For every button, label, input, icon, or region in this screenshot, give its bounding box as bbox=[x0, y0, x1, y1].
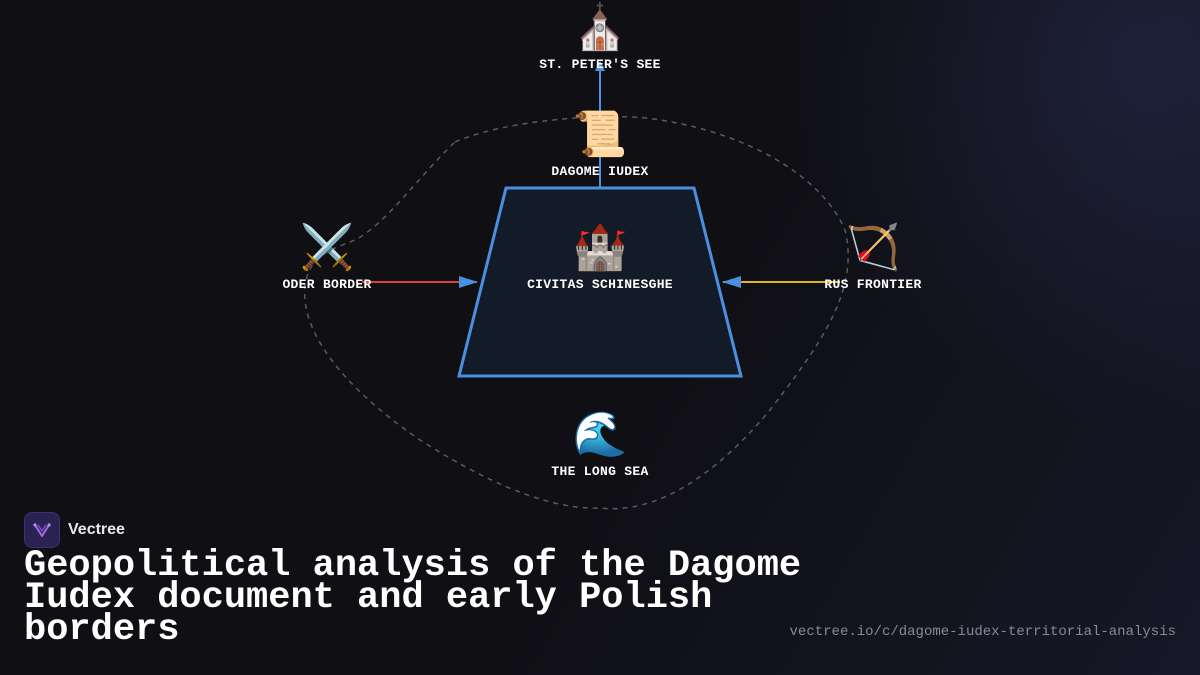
node-label: DAGOME IUDEX bbox=[551, 164, 649, 179]
node-label: THE LONG SEA bbox=[551, 464, 649, 479]
node-rus-frontier: 🏹 RUS FRONTIER bbox=[824, 222, 921, 292]
node-dagome-iudex: 📜 DAGOME IUDEX bbox=[551, 109, 648, 179]
vectree-logo-icon bbox=[24, 512, 60, 548]
node-oder-border: ⚔️ ODER BORDER bbox=[282, 222, 371, 292]
node-civitas-schinesghe: 🏰 CIVITAS SCHINESGHE bbox=[527, 222, 673, 292]
scroll-icon: 📜 bbox=[572, 109, 628, 160]
rus-frontier-arrowhead bbox=[722, 276, 741, 288]
wave-icon: 🌊 bbox=[572, 409, 628, 460]
node-label: CIVITAS SCHINESGHE bbox=[527, 277, 673, 292]
node-label: ST. PETER'S SEE bbox=[539, 57, 661, 72]
core-territory-trapezoid bbox=[457, 186, 743, 378]
node-label: ODER BORDER bbox=[282, 277, 372, 292]
church-icon: ⛪ bbox=[572, 2, 628, 53]
oder-border-arrowhead bbox=[459, 276, 478, 288]
castle-icon: 🏰 bbox=[572, 222, 628, 273]
node-the-long-sea: 🌊 THE LONG SEA bbox=[551, 409, 648, 479]
bow-and-arrow-icon: 🏹 bbox=[845, 222, 901, 273]
node-st-peters-see: ⛪ ST. PETER'S SEE bbox=[539, 2, 661, 72]
crossed-swords-icon: ⚔️ bbox=[299, 222, 355, 273]
brand[interactable]: Vectree bbox=[24, 512, 125, 548]
node-label: RUS FRONTIER bbox=[824, 277, 922, 292]
source-url[interactable]: vectree.io/c/dagome-iudex-territorial-an… bbox=[789, 624, 1176, 640]
page-title: Geopolitical analysis of the Dagome Iude… bbox=[24, 545, 802, 651]
brand-name: Vectree bbox=[68, 521, 125, 538]
